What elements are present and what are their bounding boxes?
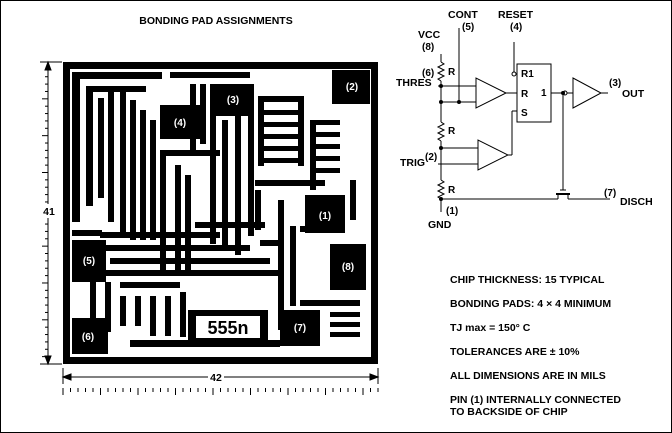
pad-7-label: (7) bbox=[294, 323, 306, 334]
resistor-bottom-label: R bbox=[448, 185, 456, 196]
note-bonding-pads: BONDING PADS: 4 × 4 MINIMUM bbox=[450, 298, 612, 310]
resistor-top bbox=[436, 61, 446, 82]
resistor-mid-label: R bbox=[448, 126, 456, 137]
resistor-bottom bbox=[436, 179, 446, 200]
height-scale-ticks bbox=[42, 61, 48, 365]
resistor-mid bbox=[436, 121, 446, 142]
ff-s-label: S bbox=[521, 108, 528, 119]
pad-5-label: (5) bbox=[83, 256, 95, 267]
trig-pin: (2) bbox=[425, 152, 437, 163]
note-pin1-line2: TO BACKSIDE OF CHIP bbox=[450, 406, 568, 418]
junction-dots bbox=[439, 84, 565, 201]
vcc-label: VCC bbox=[418, 29, 441, 41]
output-buffer bbox=[572, 77, 603, 109]
cont-pin: (5) bbox=[462, 22, 474, 33]
disch-label: DISCH bbox=[620, 196, 653, 208]
block-schematic bbox=[436, 28, 610, 212]
gnd-pin: (1) bbox=[446, 206, 458, 217]
die-layout: 555n (1) (2) (3) (4) (5) (6) (7) (8) bbox=[63, 62, 378, 364]
ff-r-label: R bbox=[521, 89, 529, 100]
trigger-comparator bbox=[477, 139, 510, 171]
pad-4-label: (4) bbox=[174, 118, 186, 129]
metal-traces bbox=[72, 72, 360, 347]
width-dimension-label: 42 bbox=[210, 372, 222, 384]
out-pin: (3) bbox=[609, 78, 621, 89]
pad-6-label: (6) bbox=[82, 332, 94, 343]
diagram-title: BONDING PAD ASSIGNMENTS bbox=[139, 15, 292, 27]
thres-pin: (6) bbox=[422, 68, 434, 79]
gnd-label: GND bbox=[428, 219, 452, 231]
note-chip-thickness: CHIP THICKNESS: 15 TYPICAL bbox=[450, 274, 605, 286]
pad-2-label: (2) bbox=[346, 82, 358, 93]
pad-8-label: (8) bbox=[342, 262, 354, 273]
thres-label: THRES bbox=[396, 77, 432, 89]
note-pin1-line1: PIN (1) INTERNALLY CONNECTED bbox=[450, 394, 621, 406]
bonding-pads: (1) (2) (3) (4) (5) (6) (7) (8) bbox=[72, 70, 370, 354]
threshold-comparator bbox=[475, 77, 508, 109]
ff-r1-label: R1 bbox=[521, 69, 534, 80]
reset-pin: (4) bbox=[510, 22, 522, 33]
note-dimensions: ALL DIMENSIONS ARE IN MILS bbox=[450, 370, 606, 382]
note-tj-max: TJ max = 150° C bbox=[450, 322, 531, 334]
reset-label: RESET bbox=[498, 9, 534, 21]
resistor-top-label: R bbox=[448, 67, 456, 78]
trig-label: TRIG bbox=[400, 157, 425, 169]
schematic-labels: VCC (8) CONT (5) RESET (4) THRES (6) TRI… bbox=[396, 9, 653, 231]
out-label: OUT bbox=[622, 88, 645, 100]
height-dimension-label: 41 bbox=[43, 206, 55, 218]
vcc-pin: (8) bbox=[422, 42, 434, 53]
ff-q-label: 1 bbox=[541, 88, 547, 99]
cont-label: CONT bbox=[448, 9, 478, 21]
disch-pin: (7) bbox=[604, 188, 616, 199]
pad-1-label: (1) bbox=[319, 211, 331, 222]
width-scale-ticks bbox=[62, 388, 379, 395]
note-tolerances: TOLERANCES ARE ± 10% bbox=[450, 346, 580, 358]
chip-marking: 555n bbox=[207, 318, 248, 338]
pad-3-label: (3) bbox=[227, 95, 239, 106]
